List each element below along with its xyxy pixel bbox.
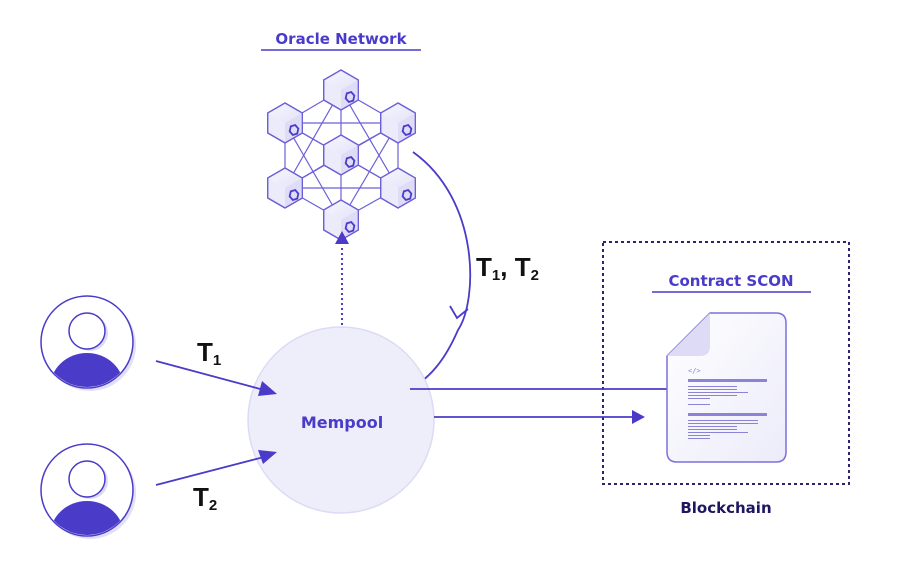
oracle-return-label: T1, T2 bbox=[476, 252, 539, 284]
arrow-line bbox=[155, 456, 265, 486]
chainlink-logo-icon bbox=[288, 123, 300, 137]
cube-outline bbox=[380, 167, 416, 209]
chainlink-logo-icon bbox=[401, 123, 413, 137]
chainlink-logo-icon bbox=[344, 155, 356, 169]
cube-outline bbox=[267, 167, 303, 209]
oracle-node-upper-left[interactable] bbox=[267, 102, 303, 144]
t-subscript: 1 bbox=[213, 352, 221, 369]
cube-outline bbox=[323, 69, 359, 111]
oracle-to-mempool-arrow bbox=[409, 151, 472, 390]
transaction-label-t2: T2 bbox=[193, 482, 217, 514]
oracle-network-title-text[interactable]: Oracle Network bbox=[275, 30, 407, 48]
transaction-label-t1: T1 bbox=[197, 337, 221, 369]
code-tag-icon: </> bbox=[688, 367, 701, 375]
chainlink-logo-icon bbox=[288, 188, 300, 202]
mempool-node[interactable]: Mempool bbox=[247, 326, 435, 514]
oracle-network-title[interactable]: Oracle Network bbox=[261, 30, 421, 51]
arrowhead-icon bbox=[258, 450, 277, 464]
t1-subscript: 1 bbox=[492, 267, 500, 284]
t1-letter: T bbox=[476, 252, 492, 282]
user1-to-mempool-arrow bbox=[155, 360, 277, 396]
arrowhead-icon bbox=[632, 410, 645, 424]
oracle-node-top[interactable] bbox=[323, 69, 359, 111]
oracle-node-lower-right[interactable] bbox=[380, 167, 416, 209]
t2-subscript: 2 bbox=[531, 267, 539, 284]
chainlink-logo-icon bbox=[344, 90, 356, 104]
user-1[interactable] bbox=[40, 295, 136, 423]
separator: , bbox=[500, 252, 514, 282]
cube-outline bbox=[380, 102, 416, 144]
document-body bbox=[666, 312, 787, 463]
arrowhead-chevron-icon bbox=[449, 305, 469, 320]
cube-outline bbox=[267, 102, 303, 144]
user2-to-mempool-arrow bbox=[155, 450, 277, 486]
oracle-node-bottom[interactable] bbox=[323, 199, 359, 241]
arrowhead-up-icon bbox=[335, 231, 349, 244]
chainlink-logo-icon bbox=[344, 220, 356, 234]
mempool-to-oracle-arrow bbox=[335, 231, 349, 350]
document-text-lines bbox=[688, 379, 767, 439]
blockchain-boundary bbox=[602, 241, 850, 485]
curved-arrow-path bbox=[409, 151, 472, 390]
oracle-node-center[interactable] bbox=[323, 134, 359, 176]
chainlink-logo-icon bbox=[401, 188, 413, 202]
user-head-icon bbox=[68, 312, 106, 350]
arrowhead-icon bbox=[258, 381, 277, 396]
arrow-line bbox=[155, 360, 265, 391]
mempool-to-contract-arrow-upper bbox=[410, 382, 684, 396]
blockchain-label: Blockchain bbox=[680, 499, 771, 517]
oracle-network-nodes bbox=[267, 69, 416, 241]
cube-outline bbox=[323, 134, 359, 176]
contract-title-text[interactable]: Contract SCON bbox=[668, 272, 793, 290]
oracle-node-lower-left[interactable] bbox=[267, 167, 303, 209]
user-body-icon bbox=[50, 353, 124, 387]
document-fold bbox=[667, 313, 710, 356]
user-head-icon bbox=[68, 460, 106, 498]
mempool-circle[interactable] bbox=[247, 326, 435, 514]
user-2[interactable] bbox=[40, 443, 136, 571]
t2-letter: T bbox=[515, 252, 531, 282]
t-letter: T bbox=[193, 482, 209, 512]
contract-title[interactable]: Contract SCON bbox=[652, 272, 811, 293]
mempool-label: Mempool bbox=[301, 413, 383, 432]
user-body-icon bbox=[50, 501, 124, 535]
t-subscript: 2 bbox=[209, 497, 217, 514]
mempool-to-contract-arrow-lower bbox=[434, 410, 645, 424]
contract-document-icon[interactable]: </> bbox=[666, 312, 787, 463]
oracle-node-upper-right[interactable] bbox=[380, 102, 416, 144]
t-letter: T bbox=[197, 337, 213, 367]
